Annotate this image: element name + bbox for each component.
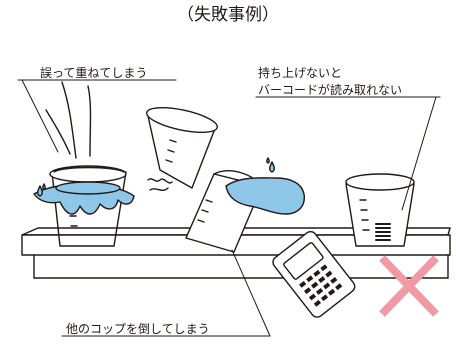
cross-mark-icon	[379, 255, 439, 317]
barcode-cup	[345, 173, 415, 247]
water-drop-icon	[37, 157, 275, 197]
label-stacked-by-mistake: 誤って重ねてしまう	[40, 66, 148, 80]
callout-lines	[17, 79, 441, 337]
barcode-scanner-icon	[272, 230, 356, 318]
label-must-lift-line1: 持ち上げないと	[258, 66, 343, 80]
diagram-title: （失敗事例）	[177, 5, 279, 25]
tilted-cup	[146, 106, 218, 191]
barcode	[375, 223, 391, 241]
stacked-cups	[33, 81, 135, 247]
knocked-cup	[185, 170, 305, 253]
label-must-lift-line2: バーコードが読み取れない	[258, 83, 403, 97]
label-knocked-over: 他のコップを倒してしまう	[66, 322, 210, 336]
